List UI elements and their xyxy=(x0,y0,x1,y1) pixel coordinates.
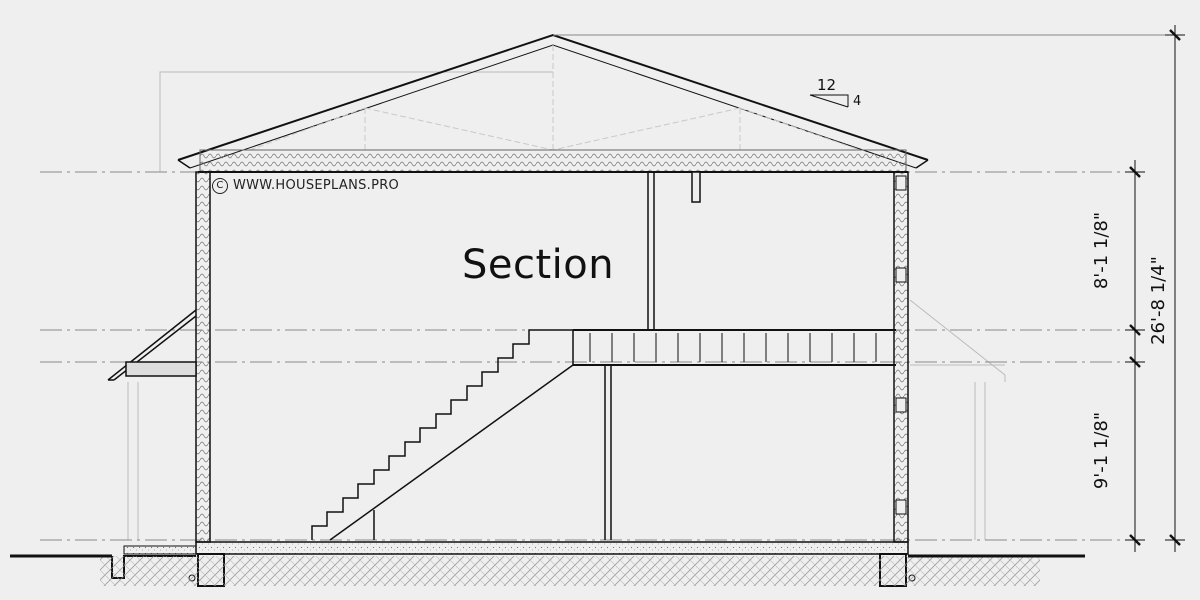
porch-roof xyxy=(107,309,197,381)
overall-height: 26'-8 1/4" xyxy=(1147,256,1169,345)
roof xyxy=(177,33,1185,169)
roof-pitch-run: 12 xyxy=(817,76,837,94)
lower-floor-height: 9'-1 1/8" xyxy=(1091,411,1113,490)
soil-hatch xyxy=(100,556,1040,586)
copyright-notice: C WWW.HOUSEPLANS.PRO xyxy=(212,178,399,194)
truss-webs xyxy=(249,45,861,151)
roof-pitch-symbol xyxy=(809,94,849,108)
ceiling-insulation xyxy=(199,149,907,173)
dimension-lines xyxy=(1125,25,1185,552)
staircase xyxy=(311,329,574,541)
copyright-icon: C xyxy=(212,178,228,194)
floor-system xyxy=(572,329,896,366)
drawing-title: Section xyxy=(462,242,615,288)
copyright-text: WWW.HOUSEPLANS.PRO xyxy=(233,178,400,193)
interior-walls xyxy=(604,171,701,540)
upper-floor-height: 8'-1 1/8" xyxy=(1091,211,1113,290)
roof-pitch-rise: 4 xyxy=(853,94,862,109)
background-outline xyxy=(127,71,1006,540)
exterior-walls xyxy=(195,171,909,543)
